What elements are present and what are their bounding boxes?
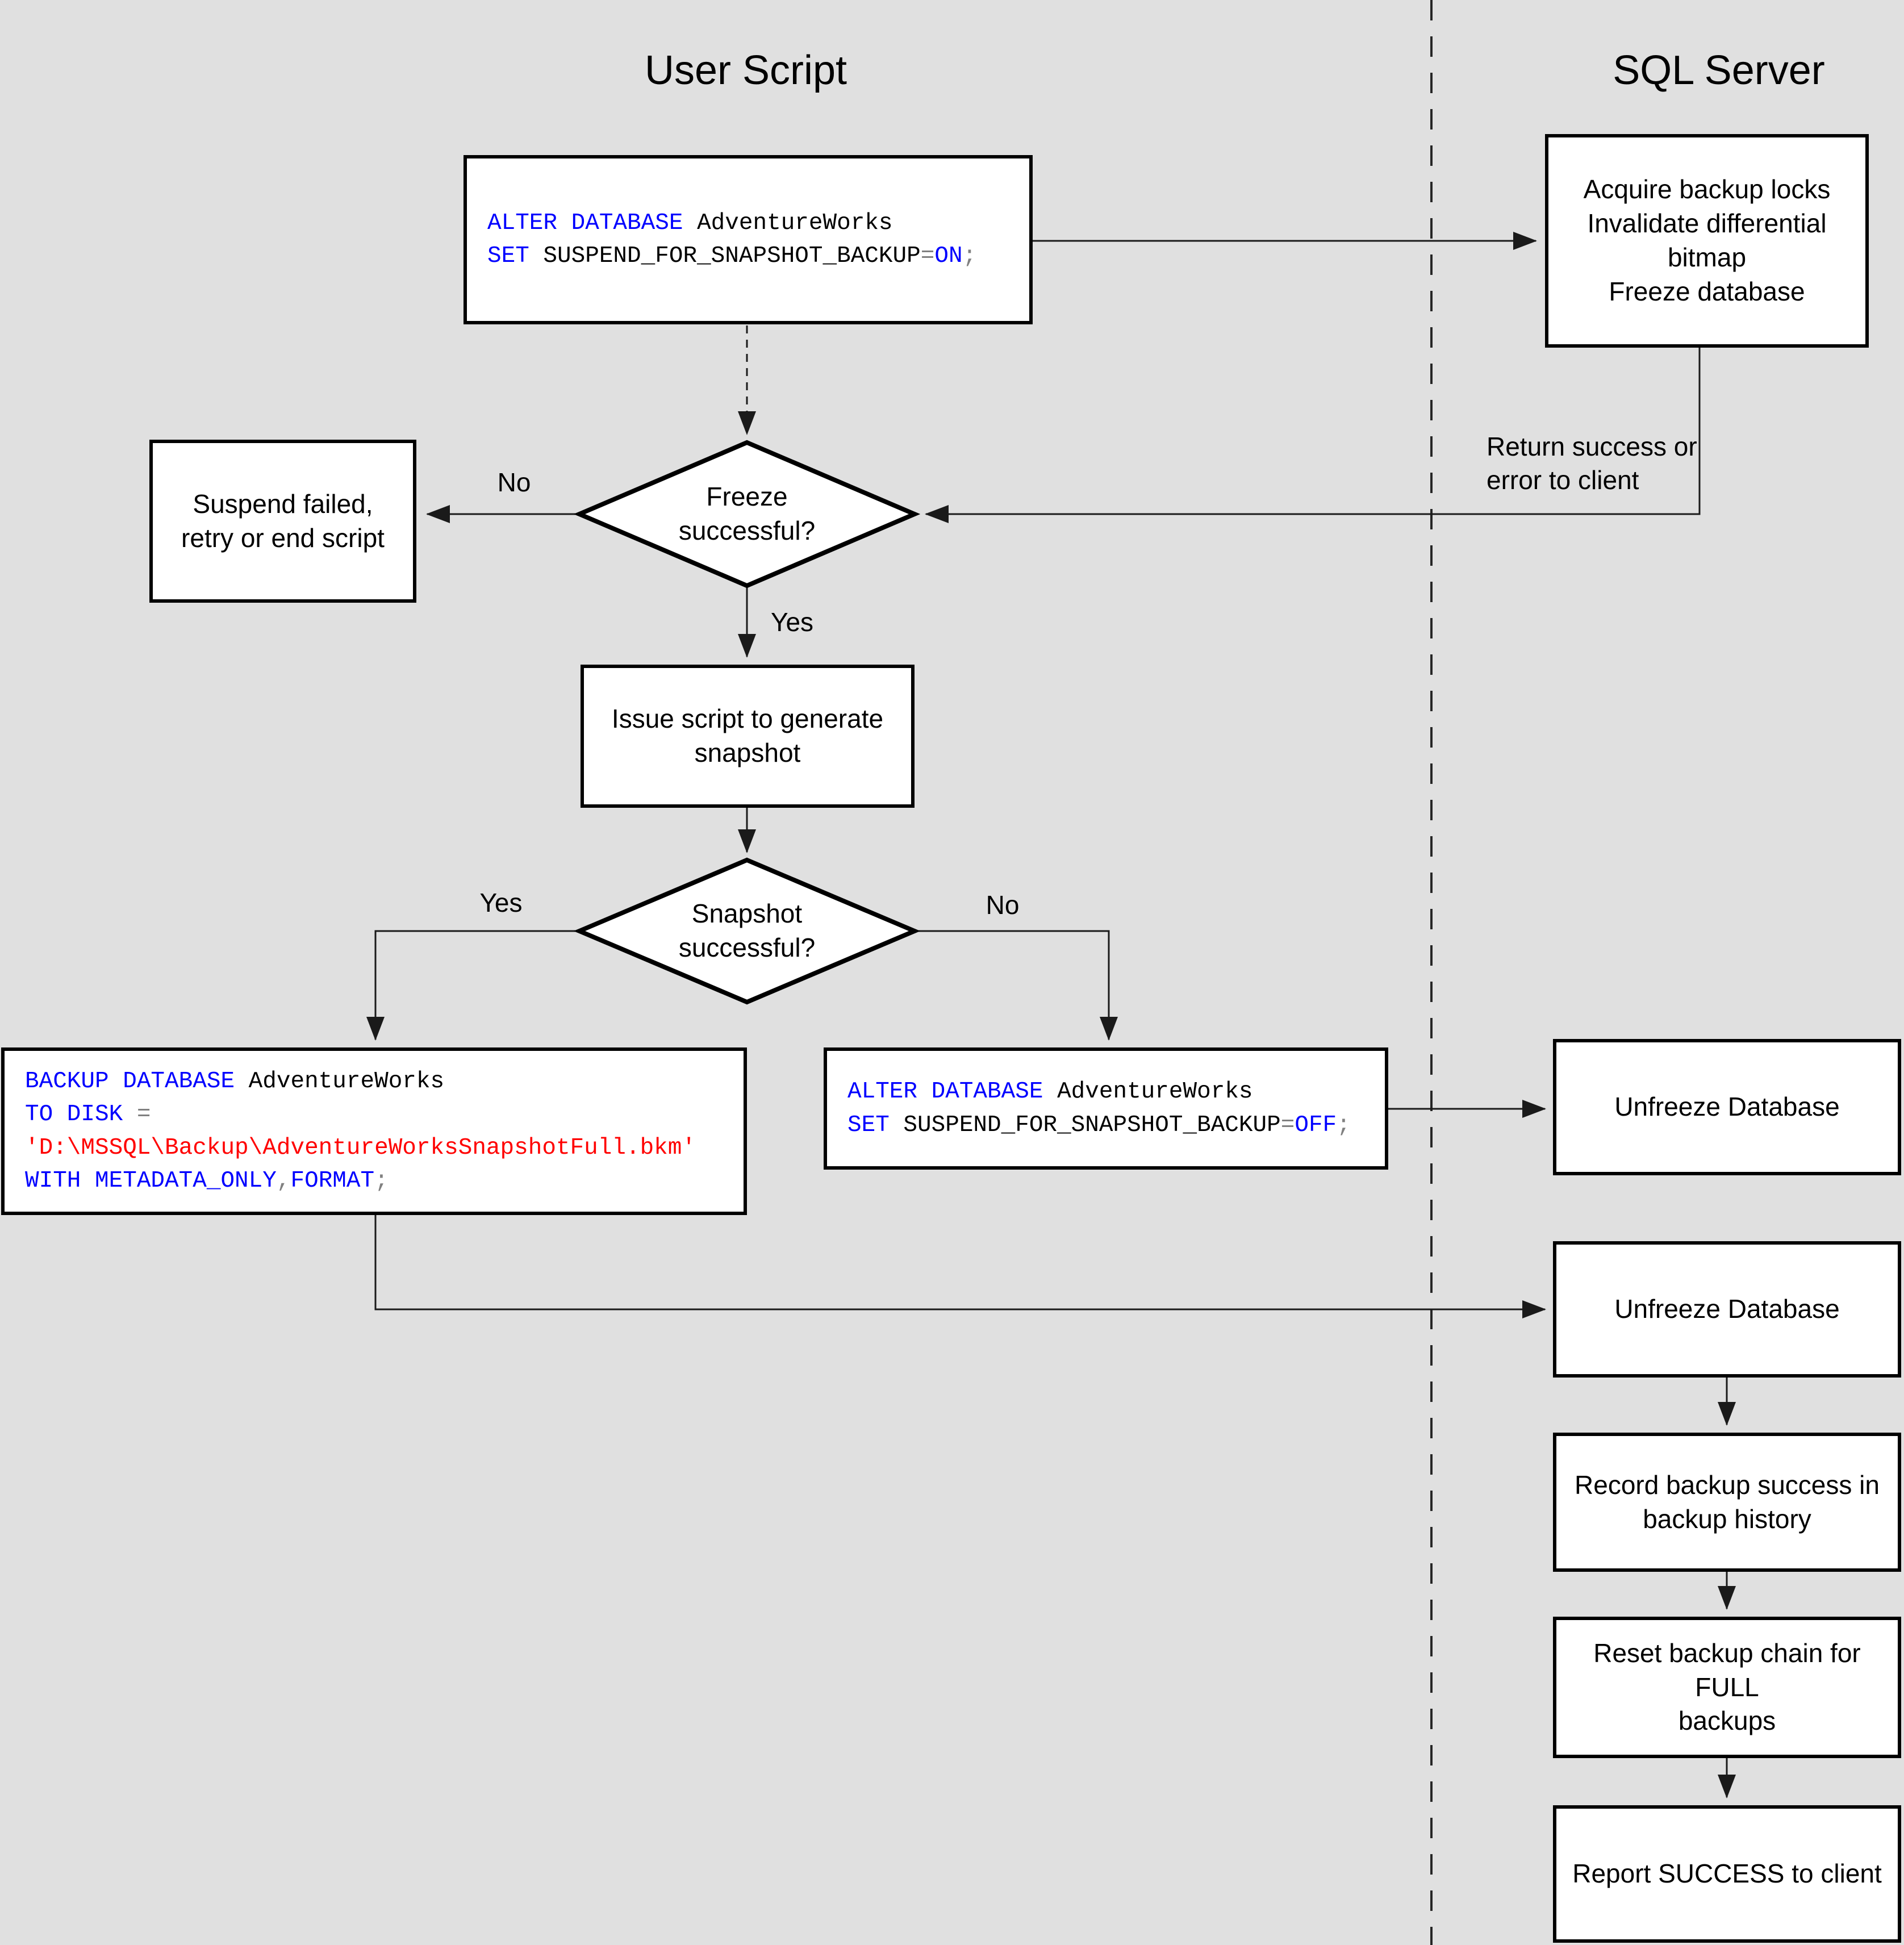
edge-label-text-line: error to client bbox=[1487, 465, 1639, 495]
code-line: SET SUSPEND_FOR_SNAPSHOT_BACKUP=OFF; bbox=[847, 1109, 1351, 1142]
process-text-line: Unfreeze Database bbox=[1614, 1294, 1840, 1324]
lane-title-sql-server: SQL Server bbox=[1613, 48, 1825, 93]
sql-keyword: OFF bbox=[1295, 1112, 1337, 1138]
sql-identifier: SUSPEND_FOR_SNAPSHOT_BACKUP bbox=[529, 243, 921, 269]
code-line: 'D:\MSSQL\Backup\AdventureWorksSnapshotF… bbox=[25, 1132, 696, 1165]
process-text-line: Unfreeze Database bbox=[1614, 1092, 1840, 1122]
process-text-line: Suspend failed, bbox=[193, 489, 373, 519]
sql-keyword: SET bbox=[487, 243, 529, 269]
process-text-line: Reset backup chain for FULL bbox=[1593, 1638, 1861, 1702]
connector-backup-cmd-to-unfreeze-2 bbox=[374, 1215, 1546, 1318]
sql-keyword: SET bbox=[847, 1112, 890, 1138]
lane-title-user-script: User Script bbox=[644, 48, 847, 93]
sql-operator: ; bbox=[374, 1167, 389, 1194]
sql-identifier: AdventureWorks bbox=[235, 1069, 445, 1095]
process-box-record-backup-history: Record backup success in backup history bbox=[1553, 1433, 1901, 1572]
connector-snapshot-no-to-alter-off bbox=[915, 930, 1118, 1041]
snapshot-decision-diamond-shape bbox=[573, 857, 921, 1005]
sql-operator: = bbox=[1280, 1112, 1295, 1138]
snapshot-decision-label: Snapshot successful? bbox=[605, 897, 889, 965]
edge-label-freeze-yes: Yes bbox=[771, 607, 814, 637]
process-box-unfreeze-database-2: Unfreeze Database bbox=[1553, 1241, 1901, 1378]
edge-label-snapshot-yes: Yes bbox=[479, 888, 523, 917]
sql-operator: = bbox=[920, 243, 935, 269]
sql-keyword: ALTER DATABASE bbox=[847, 1079, 1043, 1105]
process-text-line: Acquire backup locks bbox=[1583, 174, 1831, 204]
sql-operator: ; bbox=[1337, 1112, 1351, 1138]
sql-operator: , bbox=[276, 1167, 291, 1194]
code-line: ALTER DATABASE AdventureWorks bbox=[847, 1075, 1253, 1108]
edge-label-text-line: Return success or bbox=[1487, 432, 1697, 461]
connector-acquire-to-freeze-decision bbox=[925, 348, 1701, 523]
code-line: TO DISK = bbox=[25, 1098, 151, 1131]
freeze-decision-diamond-shape bbox=[573, 440, 921, 588]
sql-keyword: FORMAT bbox=[290, 1167, 375, 1194]
process-box-acquire-backup-locks: Acquire backup locks Invalidate differen… bbox=[1545, 134, 1869, 348]
process-text-line: Record backup success in bbox=[1575, 1470, 1880, 1500]
sql-keyword: BACKUP DATABASE bbox=[25, 1069, 235, 1095]
code-line: WITH METADATA_ONLY,FORMAT; bbox=[25, 1165, 389, 1197]
process-box-suspend-failed: Suspend failed, retry or end script bbox=[149, 440, 416, 603]
sql-keyword: TO DISK bbox=[25, 1101, 123, 1128]
sql-keyword: ALTER DATABASE bbox=[487, 210, 683, 236]
decision-text-line: Freeze bbox=[706, 482, 788, 511]
process-text-line: backup history bbox=[1643, 1504, 1811, 1534]
decision-text-line: Snapshot bbox=[691, 899, 803, 928]
process-box-unfreeze-database-1: Unfreeze Database bbox=[1553, 1039, 1901, 1175]
process-text-line: Freeze database bbox=[1609, 276, 1805, 306]
process-box-issue-script: Issue script to generate snapshot bbox=[581, 665, 915, 808]
process-text-line: Report SUCCESS to client bbox=[1572, 1859, 1882, 1889]
code-line: SET SUSPEND_FOR_SNAPSHOT_BACKUP=ON; bbox=[487, 240, 976, 273]
process-text-line: Issue script to generate bbox=[611, 704, 884, 734]
sql-keyword: ON bbox=[934, 243, 963, 269]
sql-identifier: AdventureWorks bbox=[683, 210, 893, 236]
code-box-alter-suspend-off: ALTER DATABASE AdventureWorks SET SUSPEN… bbox=[824, 1047, 1388, 1170]
edge-label-return-status: Return success or error to client bbox=[1487, 430, 1697, 497]
decision-text-line: successful? bbox=[678, 932, 816, 962]
code-box-alter-suspend-on: ALTER DATABASE AdventureWorks SET SUSPEN… bbox=[464, 155, 1033, 324]
decision-text-line: successful? bbox=[678, 515, 816, 545]
sql-string-literal: 'D:\MSSQL\Backup\AdventureWorksSnapshotF… bbox=[25, 1134, 696, 1161]
sql-keyword: WITH METADATA_ONLY bbox=[25, 1167, 277, 1194]
sql-operator: = bbox=[123, 1101, 151, 1128]
edge-label-freeze-no: No bbox=[497, 468, 531, 497]
process-text-line: retry or end script bbox=[181, 523, 385, 553]
connector-snapshot-yes-to-backup-cmd bbox=[366, 930, 579, 1041]
sql-identifier: SUSPEND_FOR_SNAPSHOT_BACKUP bbox=[889, 1112, 1281, 1138]
code-box-backup-database: BACKUP DATABASE AdventureWorks TO DISK =… bbox=[1, 1047, 747, 1215]
process-text-line: snapshot bbox=[694, 738, 801, 767]
process-box-report-success: Report SUCCESS to client bbox=[1553, 1805, 1901, 1943]
process-text-line: backups bbox=[1678, 1706, 1776, 1736]
edge-label-snapshot-no: No bbox=[986, 890, 1020, 920]
code-line: BACKUP DATABASE AdventureWorks bbox=[25, 1065, 444, 1098]
sql-identifier: AdventureWorks bbox=[1043, 1079, 1253, 1105]
freeze-decision-label: Freeze successful? bbox=[605, 480, 889, 548]
sql-operator: ; bbox=[962, 243, 977, 269]
code-line: ALTER DATABASE AdventureWorks bbox=[487, 207, 893, 240]
process-box-reset-backup-chain: Reset backup chain for FULL backups bbox=[1553, 1617, 1901, 1758]
process-text-line: Invalidate differential bitmap bbox=[1587, 208, 1827, 272]
